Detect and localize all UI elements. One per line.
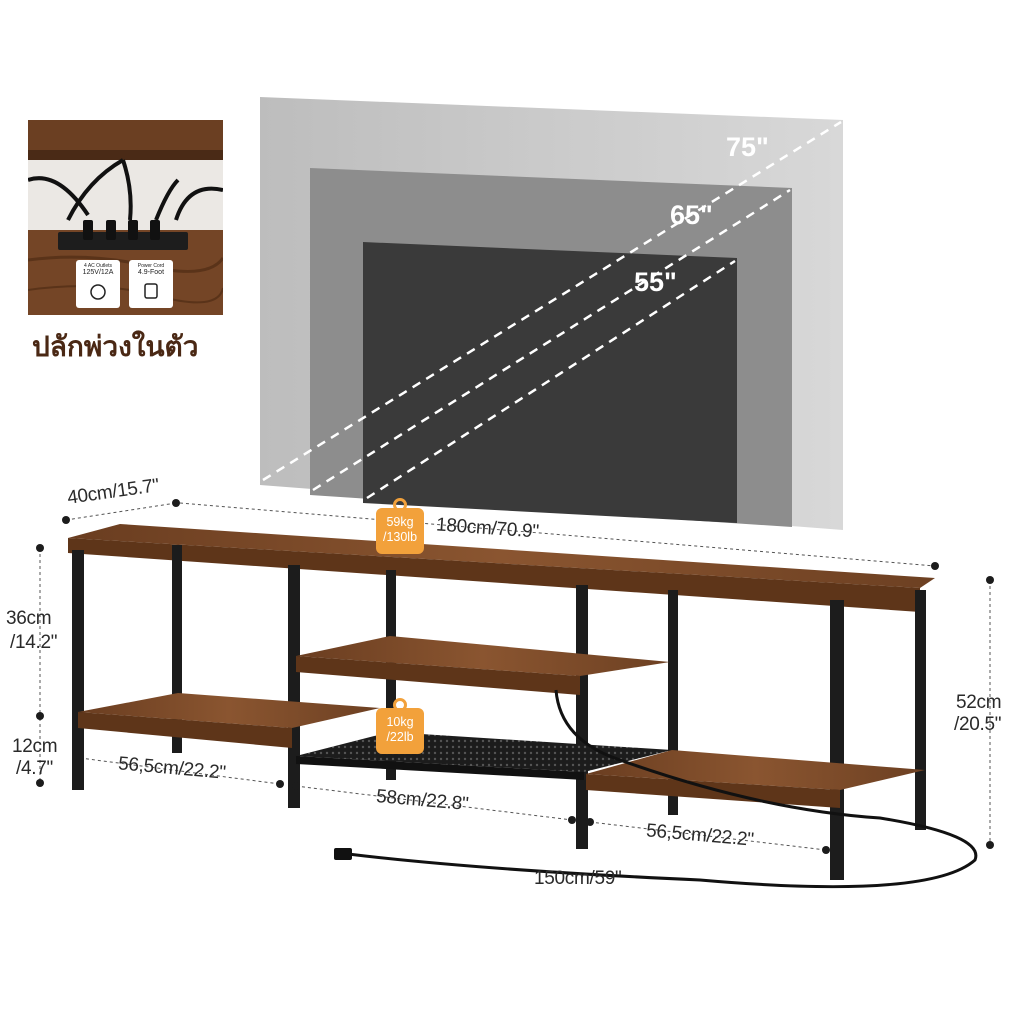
leg-back-left [172,545,182,753]
shelf-weight-capacity-badge: 10kg/22lb [376,698,424,756]
total-height-cm-label: 52cm [956,692,1002,713]
power-cable [347,689,978,889]
tv-size-illustration [260,97,843,530]
right-lower-shelf [586,750,925,790]
power-strip-caption: ปลักพ่วงในตัว [32,330,199,363]
leg-front-left [72,550,84,790]
cord-length-dimension-label: 150cm/59" [534,868,622,889]
left-lower-shelf [78,693,380,728]
total-height-in-label: /20.5" [954,714,1002,735]
top-shelf-surface [68,524,935,588]
center-middle-shelf [296,636,670,676]
top-shelf-edge [68,538,920,612]
power-strip-photo [28,120,223,315]
outlet-rating-label: 125V/12A [82,269,114,276]
top-weight-kg: 59kg [386,515,414,529]
screen-55-panel [363,242,737,523]
shelf-weight-lb: /22lb [386,730,414,744]
leg-front-center-left [288,565,300,808]
shelf-weight-kg: 10kg [386,715,414,729]
diagonal-65 [312,188,791,492]
leg-front-center-right [576,585,588,849]
power-plug [334,848,352,860]
screen-size-75-label: 75" [726,132,769,162]
top-weight-capacity-badge: 59kg/130lb [376,498,424,556]
screen-size-55-label: 55" [634,267,677,297]
lower-height-in-label: /4.7" [16,758,53,779]
screen-size-65-label: 65" [670,200,713,230]
top-weight-lb: /130lb [382,530,418,544]
diagonal-75 [262,120,842,482]
outlet-count-label: 4 AC Outlets [83,263,113,269]
diagonal-55 [366,259,736,500]
lower-height-cm-label: 12cm [12,736,58,757]
cord-small-label: Power Cord [137,263,165,269]
cord-length-label: 4.9-Foot [137,269,165,276]
upper-height-in-label: /14.2" [10,632,58,653]
leg-back-right [915,590,926,830]
leg-front-right [830,600,844,880]
power-strip-inset [28,120,223,315]
leg-back-center-right [668,590,678,815]
upper-height-cm-label: 36cm [6,608,52,629]
